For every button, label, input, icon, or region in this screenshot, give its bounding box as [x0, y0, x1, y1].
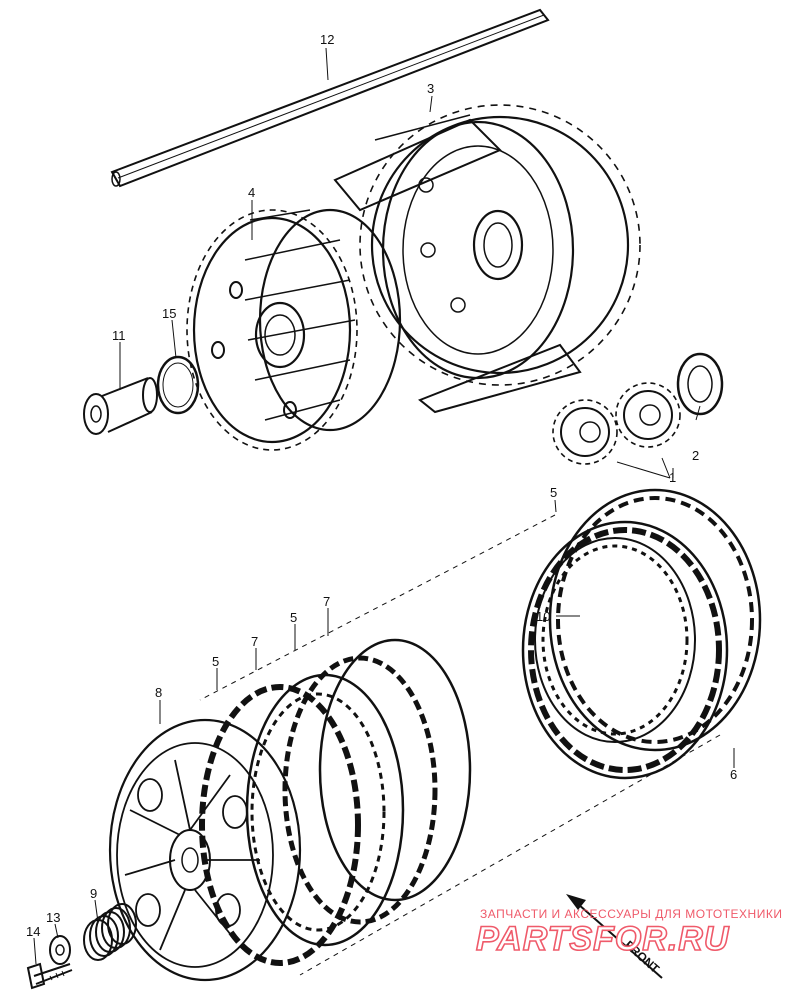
- callout-5-mid: 5: [290, 610, 297, 625]
- watermark-subtitle: ЗАПЧАСТИ И АКСЕССУАРЫ ДЛЯ МОТОТЕХНИКИ: [480, 907, 782, 921]
- callout-4: 4: [248, 185, 255, 200]
- callout-14: 14: [26, 924, 40, 939]
- assembly-axis: [199, 514, 721, 976]
- callout-7-rear: 7: [323, 594, 330, 609]
- spring-washer-part: [49, 935, 71, 965]
- snap-ring-part: [156, 355, 200, 415]
- clutch-center-part: [186, 208, 402, 451]
- pressure-plate-part: [108, 718, 302, 982]
- callout-5-front: 5: [212, 654, 219, 669]
- rear-plate-set: [521, 488, 762, 780]
- front-plate-set: [199, 638, 472, 966]
- watermark: ЗАПЧАСТИ И АКСЕССУАРЫ ДЛЯ МОТОТЕХНИКИ PA…: [475, 907, 782, 959]
- bolt-part: [26, 962, 73, 990]
- leader-lines: [33, 47, 735, 965]
- callout-5-rear: 5: [550, 485, 557, 500]
- watermark-brand: PARTSFOR.RU: [476, 920, 730, 958]
- collar-part: [83, 377, 158, 435]
- callout-6: 6: [730, 767, 737, 782]
- push-rod-part: [110, 8, 550, 188]
- callout-2: 2: [692, 448, 699, 463]
- callout-numbers: 12 3 4 15 11 1 2 5 10 6 7 5 7 5 8 9 13 1…: [26, 32, 737, 939]
- thrust-washer-part: [676, 352, 724, 416]
- callout-11: 11: [112, 328, 126, 343]
- callout-7-front: 7: [251, 634, 258, 649]
- drive-gear-part: [552, 382, 681, 479]
- callout-12: 12: [320, 32, 334, 47]
- callout-13: 13: [46, 910, 60, 925]
- clutch-spring-part: [83, 903, 137, 961]
- callout-15: 15: [162, 306, 176, 321]
- callout-8: 8: [155, 685, 162, 700]
- callout-1: 1: [669, 470, 676, 485]
- callout-9: 9: [90, 886, 97, 901]
- callout-3: 3: [427, 81, 434, 96]
- clutch-outer-part: [333, 104, 641, 414]
- callout-10: 10: [536, 609, 550, 624]
